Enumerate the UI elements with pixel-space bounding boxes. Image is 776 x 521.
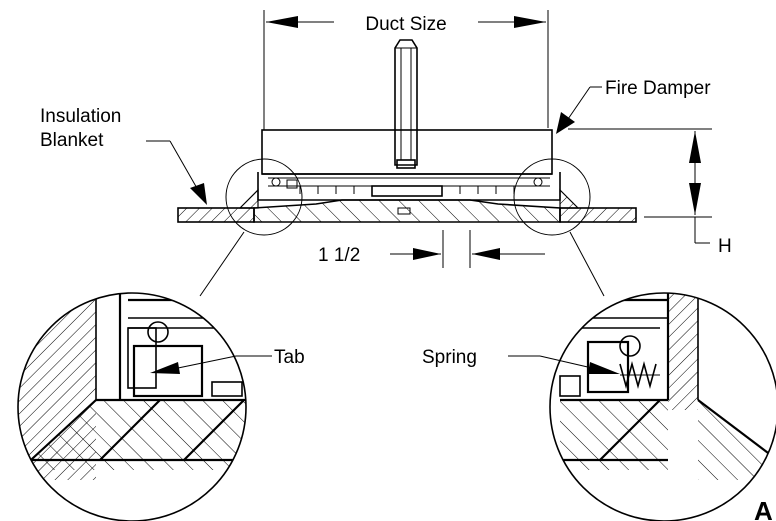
detail-leader-right — [569, 231, 605, 297]
detail-left — [17, 292, 272, 521]
corner-letter: A — [754, 496, 773, 521]
height-label: H — [718, 236, 732, 257]
fire-damper-leader — [556, 86, 602, 134]
detail-right — [508, 292, 776, 521]
gap-dimension — [390, 230, 545, 268]
duct-size-dimension — [263, 10, 549, 130]
detail-ref-circle-right — [513, 158, 591, 236]
detail-ref-circle-left — [225, 158, 303, 236]
insulation-leader — [146, 140, 207, 205]
insulation-label-line2: Blanket — [40, 130, 104, 151]
spring-label: Spring — [422, 347, 477, 368]
tab-label: Tab — [274, 347, 305, 368]
height-dimension — [568, 128, 712, 244]
detail-leader-left — [199, 231, 245, 297]
insulation-label-line1: Insulation — [40, 106, 121, 127]
fire-damper-label: Fire Damper — [605, 78, 711, 99]
duct-size-label: Duct Size — [365, 14, 446, 35]
gap-label: 1 1/2 — [318, 245, 360, 266]
damper-assembly — [177, 39, 637, 223]
